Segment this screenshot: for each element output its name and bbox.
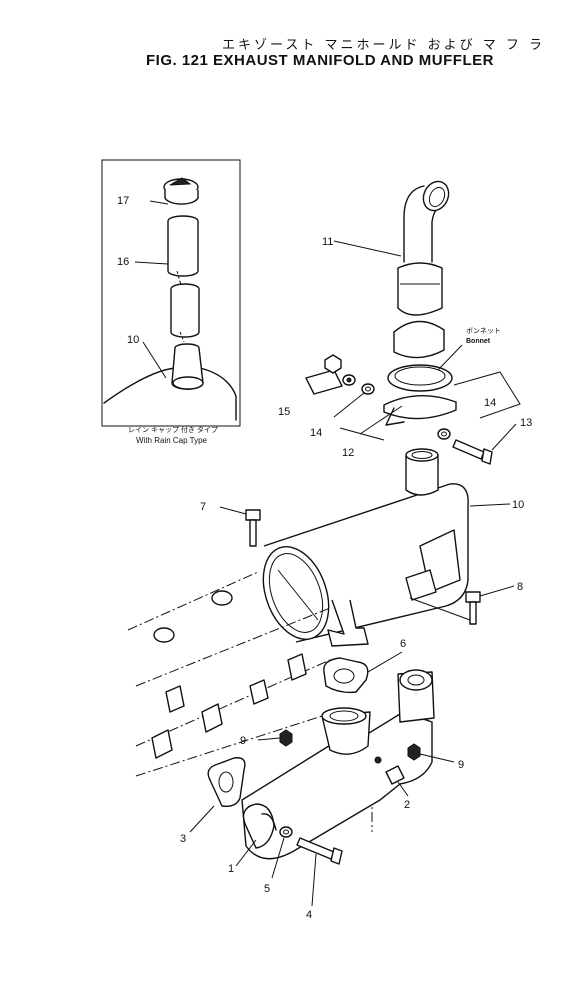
callout-11: 11 — [322, 236, 333, 248]
inset-pipe-drawing — [134, 215, 199, 286]
cylinder-head-phantom — [127, 571, 373, 832]
inset-label-10: 10 — [127, 334, 139, 346]
callout-14-left: 14 — [310, 427, 322, 439]
inset-rain-cap-type: 17 16 10 レイン キャップ 付き タイプ With Rain Cap T… — [101, 159, 241, 445]
exhaust-manifold-1 — [235, 669, 435, 867]
inset-label-17: 17 — [117, 195, 129, 207]
nut-15 — [305, 354, 356, 395]
figure-title-japanese: エキゾースト マニホールド および マ フ ラ — [222, 38, 546, 53]
bonnet-label-japanese: ボンネット — [466, 327, 501, 335]
callout-4: 4 — [306, 909, 312, 921]
plug-2 — [385, 765, 409, 797]
callout-3: 3 — [180, 833, 186, 845]
bolt-4 — [296, 837, 343, 907]
nut-9 — [257, 729, 455, 763]
callout-15: 15 — [278, 406, 290, 418]
bolt-13 — [452, 423, 517, 465]
callout-12: 12 — [342, 447, 354, 459]
muffler-10 — [262, 448, 511, 647]
callout-7: 7 — [200, 501, 206, 513]
gasket-6 — [323, 651, 403, 694]
inset-caption-japanese: レイン キャップ 付き タイプ — [128, 425, 218, 434]
callout-5: 5 — [264, 883, 270, 895]
callout-1: 1 — [228, 863, 234, 875]
inset-label-16: 16 — [117, 256, 129, 268]
inset-caption: With Rain Cap Type — [136, 436, 208, 445]
callout-9-left: 9 — [240, 735, 246, 747]
callout-6: 6 — [400, 638, 406, 650]
washer-5 — [271, 826, 293, 879]
callout-13: 13 — [520, 417, 532, 429]
exhaust-pipe-11 — [333, 180, 450, 359]
bolt-7 — [219, 506, 261, 547]
rain-cap-drawing — [149, 177, 199, 205]
callout-8: 8 — [517, 581, 523, 593]
inset-muffler-outlet-drawing — [103, 341, 237, 421]
inset-short-pipe-drawing — [170, 283, 200, 343]
callout-14-right: 14 — [484, 397, 496, 409]
callout-2: 2 — [404, 799, 410, 811]
bolt-8 — [465, 585, 515, 625]
figure-title: FIG. 121 EXHAUST MANIFOLD AND MUFFLER — [146, 52, 494, 69]
bonnet-label: Bonnet — [466, 338, 491, 345]
bonnet-ring-12 — [339, 364, 521, 441]
gasket-3 — [189, 757, 246, 833]
washer-14 — [333, 383, 451, 440]
inset-frame — [101, 159, 241, 427]
callout-9-right: 9 — [458, 759, 464, 771]
callout-10: 10 — [512, 499, 524, 511]
